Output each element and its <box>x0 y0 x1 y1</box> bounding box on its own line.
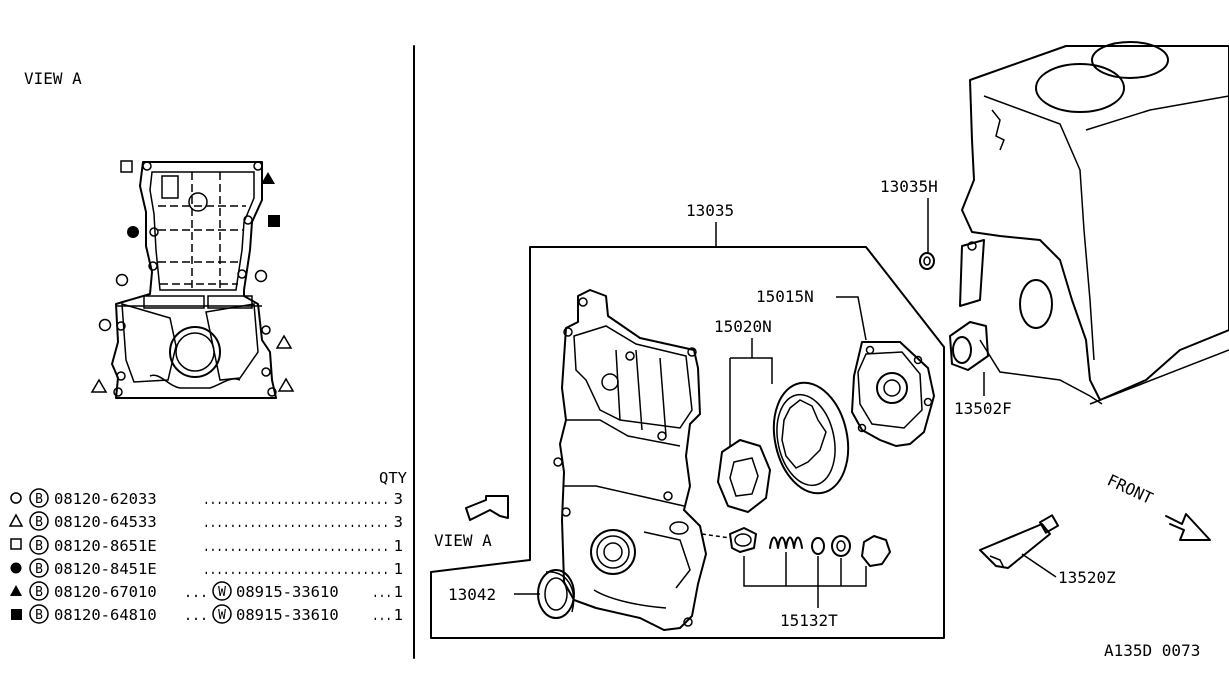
bolt-b-icon <box>29 535 49 555</box>
relief-valve-set-15132T <box>701 527 891 567</box>
assembly-13035-outline <box>430 246 945 639</box>
svg-text:B: B <box>35 515 43 530</box>
washer-w-icon <box>212 604 232 624</box>
oil-seal-13042 <box>537 569 575 619</box>
svg-text:...: ... <box>372 583 392 601</box>
svg-text:W: W <box>218 585 226 600</box>
oil-pump-body-15015N <box>851 341 935 447</box>
oil-pump-gear-set-15020N <box>717 381 850 513</box>
bolt-b-icon <box>29 488 49 508</box>
legend-part-number: 08120-64810 <box>54 606 157 624</box>
svg-text:...: ... <box>184 606 208 624</box>
front-arrow-icon <box>1165 513 1211 541</box>
legend-row: B 08120-67010 ... W 08915-33610 ... 1 <box>10 581 403 601</box>
legend-row: B 08120-8651E ..........................… <box>10 535 403 555</box>
svg-text:B: B <box>35 492 43 507</box>
svg-text:...: ... <box>184 583 208 601</box>
legend-qty: 1 <box>394 537 403 555</box>
triangle-open-icon <box>8 513 24 527</box>
svg-text:............................: ............................ <box>203 490 389 508</box>
diagram-code: A135D 0073 <box>1104 641 1200 660</box>
gasket-washer-13035H <box>919 252 935 270</box>
legend-part-number: 08120-67010 <box>54 583 157 601</box>
view-a-arrow-label: VIEW A <box>434 531 492 550</box>
legend-part-number: 08120-8451E <box>54 560 157 578</box>
svg-text:B: B <box>35 539 43 554</box>
sealant-tube-13520Z <box>979 514 1060 569</box>
svg-text:B: B <box>35 562 43 577</box>
circle-filled-icon <box>10 562 22 574</box>
legend-washer-part: 08915-33610 <box>236 583 339 601</box>
svg-text:............................: ............................ <box>203 513 389 531</box>
circle-open-icon <box>10 492 22 504</box>
legend-row: B 08120-62033 ..........................… <box>10 488 403 508</box>
callout-15020N: 15020N <box>714 317 772 336</box>
legend-qty: 1 <box>394 560 403 578</box>
callout-15015N: 15015N <box>756 287 814 306</box>
callout-13042: 13042 <box>448 585 496 604</box>
front-cover-view-a-drawing <box>111 161 277 399</box>
bolt-b-icon <box>29 604 49 624</box>
front-direction-label: FRONT <box>1104 470 1156 508</box>
legend-qty: 3 <box>394 513 403 531</box>
svg-text:............................: ............................ <box>203 560 389 578</box>
bolt-b-icon <box>29 511 49 531</box>
square-filled-icon <box>11 609 22 620</box>
front-cover-drawing <box>553 289 707 631</box>
triangle-open-marker-icon <box>90 378 108 393</box>
seal-13502F <box>949 321 989 371</box>
legend-qty: 3 <box>394 490 403 508</box>
triangle-filled-icon <box>10 585 22 596</box>
view-a-arrow-icon <box>465 495 509 521</box>
circle-open-marker-icon <box>115 273 129 287</box>
legend-row: B 08120-64533 ..........................… <box>8 511 403 531</box>
bolt-b-icon <box>29 581 49 601</box>
callout-15132T: 15132T <box>780 611 838 630</box>
callout-13035H: 13035H <box>880 177 938 196</box>
legend-row: B 08120-8451E ..........................… <box>10 558 403 578</box>
triangle-filled-marker-icon <box>261 172 275 184</box>
washer-w-icon <box>212 581 232 601</box>
qty-header: QTY <box>379 469 408 487</box>
legend-qty: 1 <box>394 583 403 601</box>
triangle-open-marker-icon <box>275 334 293 349</box>
svg-text:............................: ............................ <box>203 537 389 555</box>
legend-part-number: 08120-62033 <box>54 490 157 508</box>
bolt-b-icon <box>29 558 49 578</box>
square-filled-marker-icon <box>268 215 280 227</box>
callout-13520Z: 13520Z <box>1058 568 1116 587</box>
svg-text:W: W <box>218 608 226 623</box>
triangle-open-marker-icon <box>277 377 295 392</box>
cylinder-block-drawing <box>959 41 1229 405</box>
legend-row: B 08120-64810 ... W 08915-33610 ... 1 <box>11 604 403 624</box>
square-open-icon <box>10 538 22 550</box>
square-open-marker-icon <box>120 160 133 173</box>
circle-filled-marker-icon <box>127 226 139 238</box>
legend-part-number: 08120-64533 <box>54 513 157 531</box>
callout-13502F: 13502F <box>954 399 1012 418</box>
legend-washer-part: 08915-33610 <box>236 606 339 624</box>
circle-open-marker-icon <box>98 318 112 332</box>
view-a-title: VIEW A <box>24 69 82 88</box>
svg-text:...: ... <box>372 606 392 624</box>
legend-qty: 1 <box>394 606 403 624</box>
svg-text:B: B <box>35 585 43 600</box>
svg-text:B: B <box>35 608 43 623</box>
callout-13035: 13035 <box>686 201 734 220</box>
legend-part-number: 08120-8651E <box>54 537 157 555</box>
circle-open-marker-icon <box>254 269 268 283</box>
